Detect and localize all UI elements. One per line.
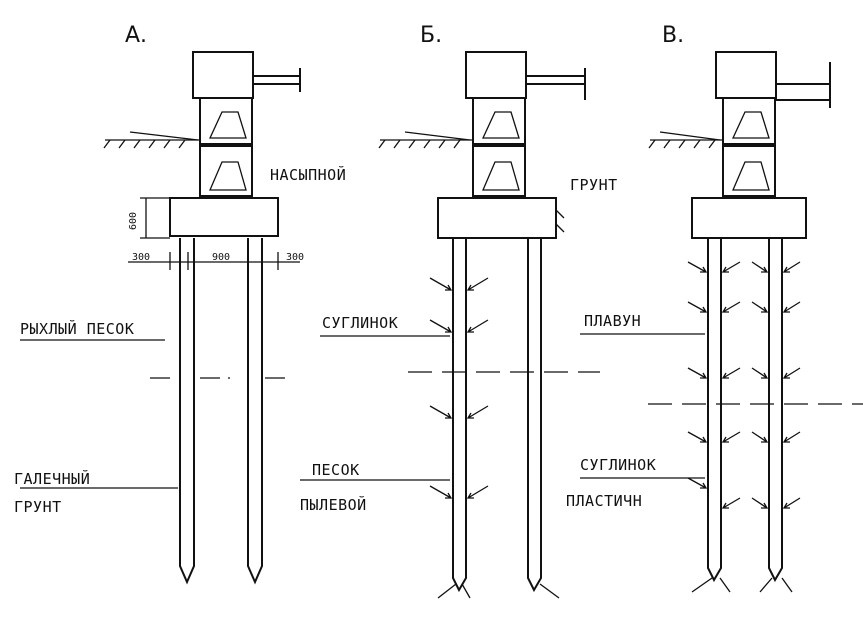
label-loose-sand: РЫХЛЫЙ ПЕСОК bbox=[20, 319, 134, 338]
dim-pile-spacing: 900 bbox=[212, 252, 230, 263]
panel-v bbox=[580, 51, 863, 593]
panel-letter-v: В. bbox=[662, 23, 684, 48]
label-loam: СУГЛИНОК bbox=[322, 314, 398, 332]
label-silty-sand-1: ПЕСОК bbox=[312, 461, 360, 479]
panel-letter-b: Б. bbox=[420, 23, 442, 48]
label-dense-loam-2: ПЛАСТИЧН bbox=[566, 492, 642, 510]
panel-letter-a: А. bbox=[125, 23, 147, 48]
panel-b bbox=[300, 51, 600, 599]
label-quicksand: ПЛАВУН bbox=[584, 312, 641, 330]
label-silty-sand-2: ПЫЛЕВОЙ bbox=[300, 495, 367, 514]
label-fill-soil-2: ГРУНТ bbox=[570, 176, 618, 194]
dim-grillage-height: 600 bbox=[128, 212, 139, 230]
friction-arrows-v bbox=[687, 261, 801, 593]
friction-arrows-b bbox=[429, 277, 560, 599]
label-gravel-1: ГАЛЕЧНЫЙ bbox=[14, 469, 90, 488]
panel-a: 600 300 900 300 bbox=[20, 51, 304, 585]
label-fill-soil-1: НАСЫПНОЙ bbox=[270, 165, 346, 184]
dim-edge-left: 300 bbox=[132, 252, 150, 263]
label-gravel-2: ГРУНТ bbox=[14, 498, 62, 516]
dim-edge-right: 300 bbox=[286, 252, 304, 263]
label-dense-loam-1: СУГЛИНОК bbox=[580, 456, 656, 474]
